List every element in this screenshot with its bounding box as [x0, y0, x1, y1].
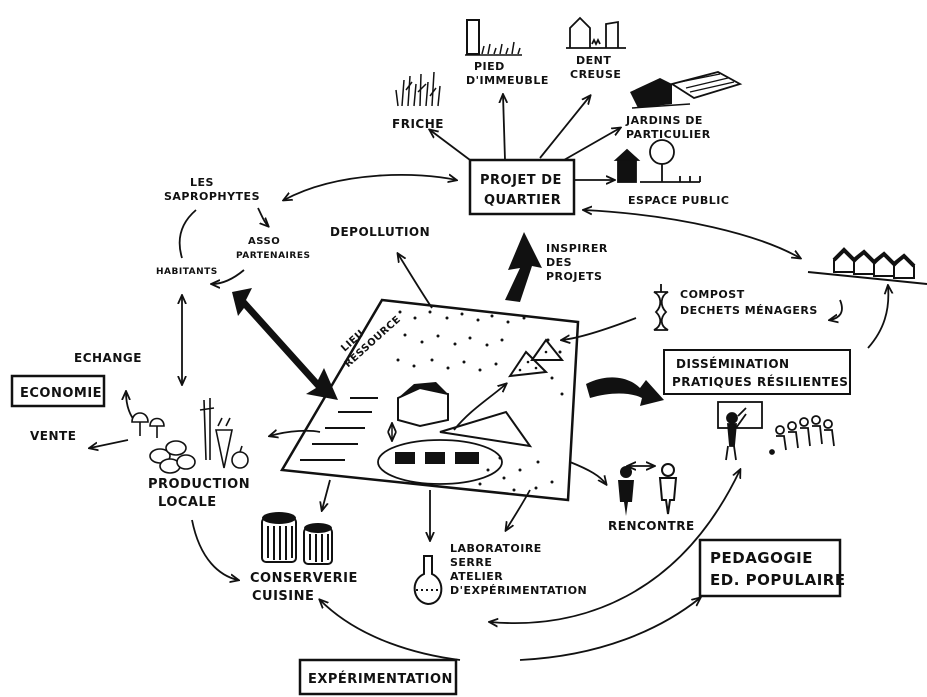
- apple-core-icon: [653, 284, 669, 331]
- thin-arrows: [90, 95, 888, 661]
- rowhouses-icon: [807, 247, 927, 285]
- garden-beds: [395, 452, 479, 464]
- label-conserverie-1: CONSERVERIE: [250, 571, 358, 586]
- label-projet-quartier-2: QUARTIER: [484, 193, 561, 208]
- label-conserverie-2: CUISINE: [252, 589, 314, 604]
- label-inspirer-3: PROJETS: [546, 270, 602, 283]
- central-plot: [279, 298, 580, 502]
- pied-immeuble-building-icon: [465, 19, 522, 56]
- experimentation-box: [298, 658, 458, 696]
- projet-quartier-box: [468, 158, 576, 216]
- compost-heap-icon: [507, 338, 565, 378]
- label-jardins-2: PARTICULIER: [626, 128, 711, 141]
- label-espace-public: ESPACE PUBLIC: [628, 194, 729, 207]
- jar-icon: [261, 512, 333, 565]
- people-icon: [618, 463, 678, 516]
- label-production-1: PRODUCTION: [148, 477, 250, 492]
- label-economie: ECONOMIE: [20, 386, 102, 401]
- label-experimentation: EXPÉRIMENTATION: [308, 671, 453, 687]
- label-dent-creuse-2: CREUSE: [570, 68, 621, 81]
- label-compost-1: COMPOST: [680, 288, 745, 301]
- garden-oval: [377, 439, 503, 485]
- espace-public-tree-icon: [613, 139, 701, 183]
- label-compost-2: DECHETS MÉNAGERS: [680, 304, 818, 317]
- label-saprophytes-2: SAPROPHYTES: [164, 190, 260, 203]
- label-inspirer-2: DES: [546, 256, 572, 269]
- teacher-icon: [717, 401, 835, 461]
- label-projet-quartier-1: PROJET DE: [480, 173, 562, 188]
- label-rencontre: RENCONTRE: [608, 519, 695, 533]
- friche-grass-icon: [395, 71, 441, 107]
- plot-building-icon: [397, 382, 449, 428]
- label-laboratoire-1: LABORATOIRE: [450, 542, 542, 555]
- plot-field-outline: [439, 410, 533, 448]
- flask-icon: [413, 555, 443, 606]
- label-habitants: HABITANTS: [156, 267, 218, 277]
- label-vente: VENTE: [30, 429, 76, 443]
- label-asso-1: ASSO: [248, 236, 280, 247]
- dent-creuse-houses-icon: [566, 16, 626, 49]
- label-pedagogie-1: PEDAGOGIE: [710, 549, 813, 567]
- label-pied-immeuble-2: D'IMMEUBLE: [466, 74, 549, 87]
- label-pedagogie-2: ED. POPULAIRE: [710, 571, 846, 589]
- bold-arrows: [232, 232, 664, 406]
- jardins-greenhouse-icon: [630, 71, 743, 109]
- vegetables-icon: [131, 398, 249, 474]
- label-depollution: DEPOLLUTION: [330, 225, 430, 239]
- label-echange: ECHANGE: [74, 351, 142, 365]
- crop-rows: [300, 397, 378, 461]
- economie-box: [10, 374, 106, 408]
- label-laboratoire-3: ATELIER: [450, 570, 503, 583]
- label-inspirer-1: INSPIRER: [546, 242, 608, 255]
- label-saprophytes-1: LES: [190, 176, 214, 189]
- label-asso-2: PARTENAIRES: [236, 251, 310, 261]
- label-dissemination-1: DISSÉMINATION: [676, 356, 790, 371]
- dissemination-box: [663, 349, 851, 395]
- label-pied-immeuble-1: PIED: [474, 60, 505, 73]
- label-laboratoire-4: D'EXPÉRIMENTATION: [450, 584, 587, 597]
- label-laboratoire-2: SERRE: [450, 556, 492, 569]
- label-friche: FRICHE: [392, 117, 444, 131]
- label-production-2: LOCALE: [158, 495, 217, 510]
- label-dent-creuse-1: DENT: [576, 54, 611, 67]
- pedagogie-box: [698, 538, 842, 598]
- label-dissemination-2: PRATIQUES RÉSILIENTES: [672, 374, 848, 389]
- label-jardins-1: JARDINS DE: [625, 114, 703, 127]
